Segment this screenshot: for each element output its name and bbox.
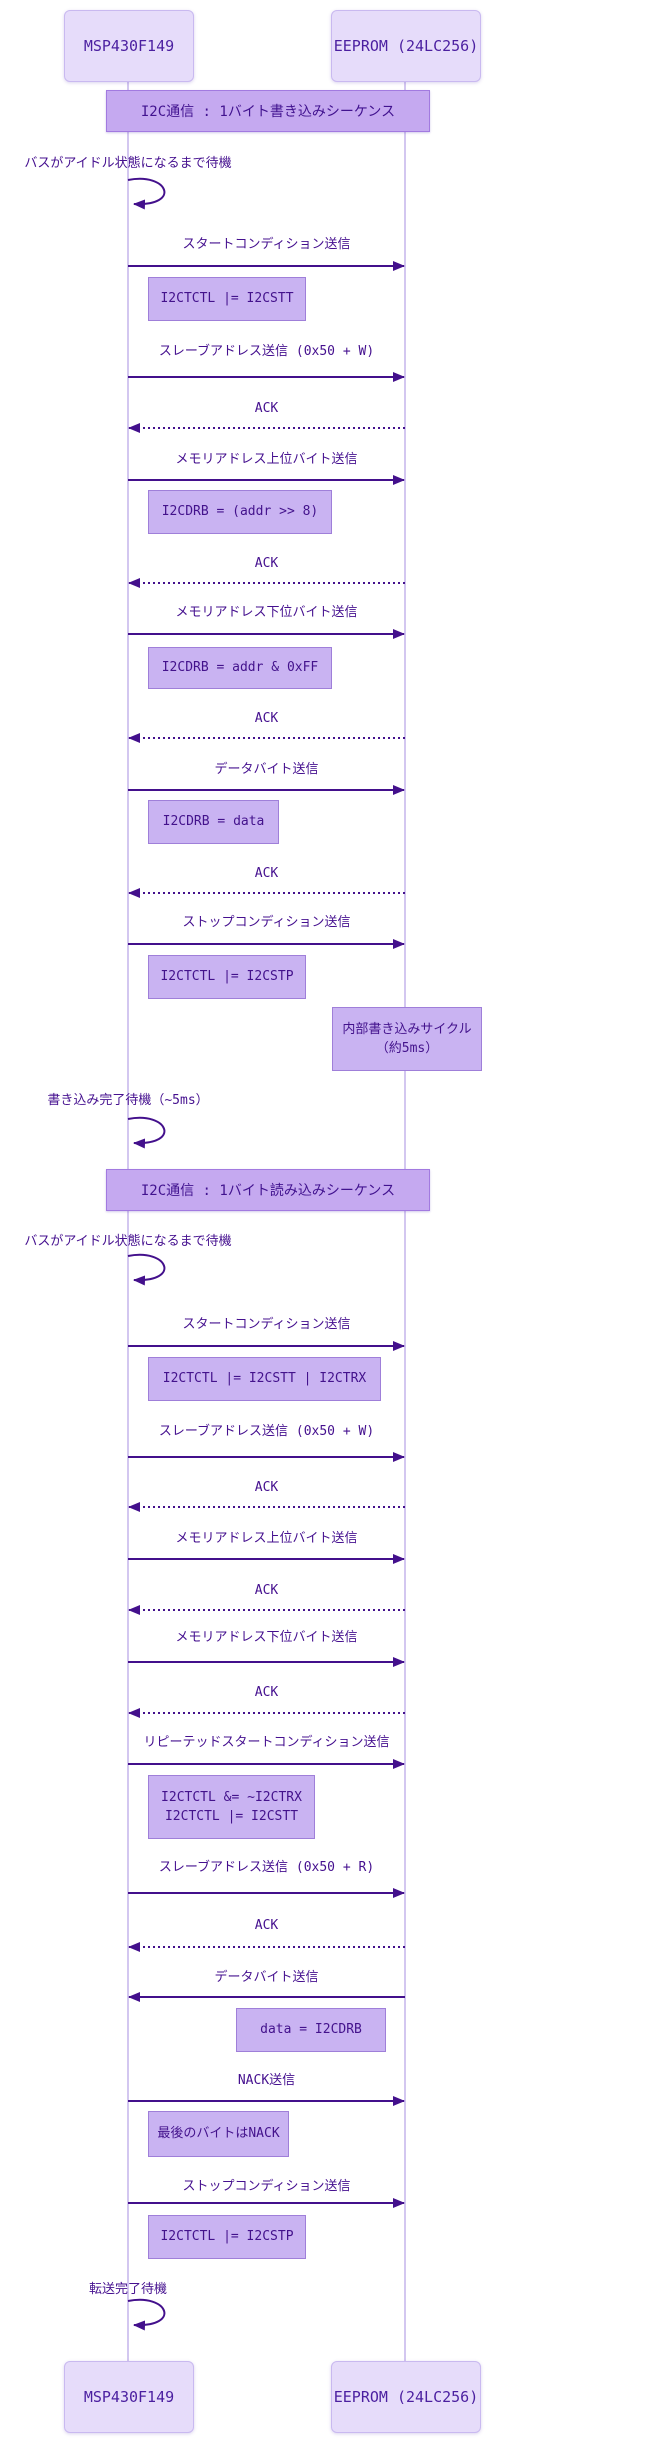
section-banner-write: I2C通信 : 1バイト書き込みシーケンス: [106, 90, 430, 132]
message-label: ストップコンディション送信: [182, 2179, 351, 2194]
message-label: データバイト送信: [214, 1970, 319, 1985]
note: I2CTCTL |= I2CSTT | I2CTRX: [148, 1357, 381, 1401]
message-label: スレーブアドレス送信 (0x50 + W): [158, 1424, 375, 1439]
self-loop-arrow: [127, 1116, 166, 1149]
note: I2CDRB = (addr >> 8): [148, 490, 332, 534]
message-label: リピーテッドスタートコンディション送信: [143, 1735, 390, 1750]
self-loop-label: 転送完了待機: [88, 2282, 167, 2297]
note: I2CTCTL |= I2CSTT: [148, 277, 306, 321]
note-internal-write-cycle: 内部書き込みサイクル （約5ms）: [332, 1007, 482, 1071]
note: I2CDRB = addr & 0xFF: [148, 647, 332, 689]
note: I2CTCTL |= I2CSTP: [148, 955, 306, 999]
message-label: スタートコンディション送信: [182, 237, 351, 252]
message-label: ACK: [254, 1685, 279, 1700]
message-label: ACK: [254, 401, 279, 416]
message-label: NACK送信: [237, 2073, 296, 2088]
note: I2CTCTL |= I2CSTP: [148, 2215, 306, 2259]
self-loop-label: バスがアイドル状態になるまで待機: [24, 1234, 232, 1249]
note: I2CDRB = data: [148, 800, 279, 844]
message-label: データバイト送信: [214, 762, 319, 777]
message-label: ACK: [254, 1918, 279, 1933]
message-label: スレーブアドレス送信 (0x50 + R): [158, 1860, 375, 1875]
note-line: I2CTCTL |= I2CSTT: [164, 1809, 299, 1824]
self-loop-arrow: [127, 177, 166, 210]
actor-msp430-top: MSP430F149: [64, 10, 194, 82]
message-label: ストップコンディション送信: [182, 915, 351, 930]
actor-eeprom-top: EEPROM (24LC256): [331, 10, 481, 82]
actor-msp430-bottom: MSP430F149: [64, 2361, 194, 2433]
note-repeated-start-registers: I2CTCTL &= ~I2CTRX I2CTCTL |= I2CSTT: [148, 1775, 315, 1839]
message-label: スレーブアドレス送信 (0x50 + W): [158, 344, 375, 359]
note-line: I2CTCTL &= ~I2CTRX: [161, 1789, 302, 1805]
section-banner-read: I2C通信 : 1バイト読み込みシーケンス: [106, 1169, 430, 1211]
self-loop-label: バスがアイドル状態になるまで待機: [24, 156, 232, 171]
message-label: メモリアドレス下位バイト送信: [175, 1630, 358, 1645]
message-label: スタートコンディション送信: [182, 1317, 351, 1332]
message-label: メモリアドレス下位バイト送信: [175, 605, 358, 620]
message-label: ACK: [254, 1583, 279, 1598]
message-label: ACK: [254, 556, 279, 571]
note-line: 内部書き込みサイクル: [342, 1021, 472, 1037]
message-label: メモリアドレス上位バイト送信: [175, 1531, 358, 1546]
note: 最後のバイトはNACK: [148, 2111, 289, 2157]
self-loop-label: 書き込み完了待機（~5ms）: [47, 1093, 209, 1108]
message-label: ACK: [254, 1480, 279, 1495]
actor-eeprom-bottom: EEPROM (24LC256): [331, 2361, 481, 2433]
message-label: ACK: [254, 866, 279, 881]
note-line: （約5ms）: [375, 1041, 439, 1056]
self-loop-arrow: [127, 2298, 166, 2331]
message-label: ACK: [254, 711, 279, 726]
message-label: メモリアドレス上位バイト送信: [175, 452, 358, 467]
self-loop-arrow: [127, 1253, 166, 1286]
note: data = I2CDRB: [236, 2008, 386, 2052]
